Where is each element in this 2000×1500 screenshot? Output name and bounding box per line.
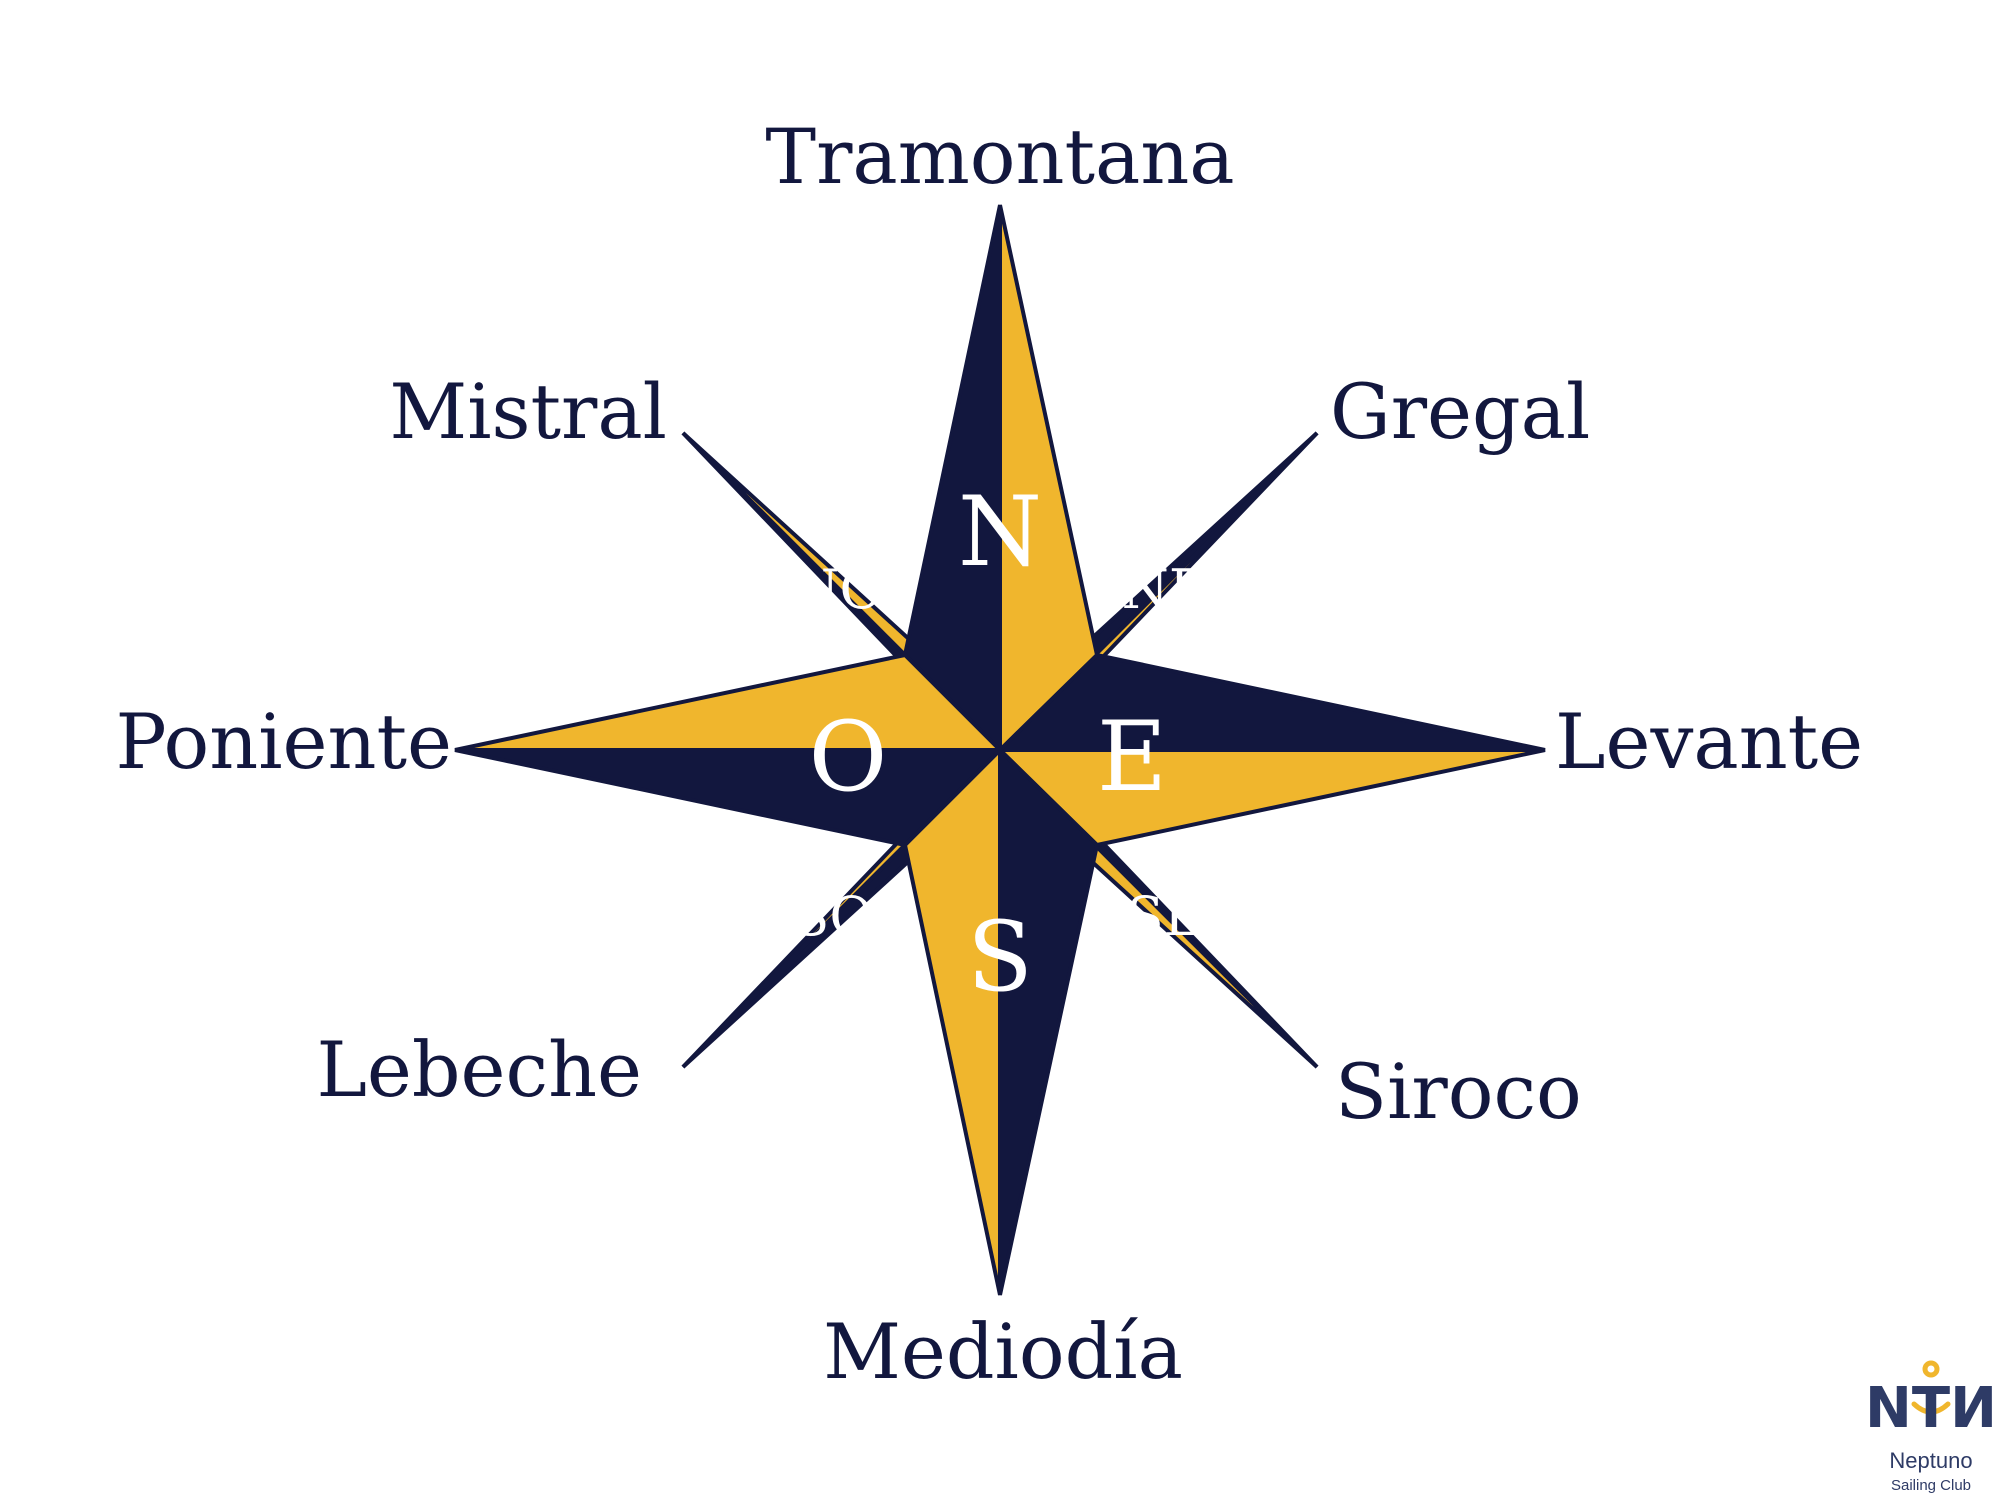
neptuno-logo: NTИ Neptuno Sailing Club [1865,1360,1997,1494]
wind-label-east: Levante [1555,697,1863,786]
wind-label-southeast: Siroco [1335,1047,1582,1136]
wind-label-south: Mediodía [823,1307,1183,1396]
wind-label-north: Tramontana [765,112,1234,201]
point-w [454,652,1005,848]
wind-label-northwest: Mistral [389,367,667,456]
logo-tagline: Sailing Club [1891,1477,1971,1494]
intercardinal-ne-label: NE [1122,558,1209,621]
cardinal-s-label: S [967,901,1033,1013]
wind-label-southwest: Lebeche [316,1025,642,1114]
point-s [902,745,1100,1296]
wind-label-northeast: Gregal [1330,367,1590,456]
cardinal-n-label: N [958,476,1042,588]
point-e [995,652,1546,848]
cardinal-e-label: E [1097,701,1167,813]
cardinal-w-label: O [809,701,888,813]
wind-label-west: Poniente [115,697,452,786]
intercardinal-se-label: SE [1127,885,1203,948]
anchor-icon [1911,1360,1951,1415]
intercardinal-nw-label: NO [792,558,884,621]
compass-rose [454,204,1546,1296]
intercardinal-sw-label: SO [792,885,873,948]
logo-mark: NTИ [1865,1376,1997,1441]
logo-name: Neptuno [1889,1448,1972,1473]
